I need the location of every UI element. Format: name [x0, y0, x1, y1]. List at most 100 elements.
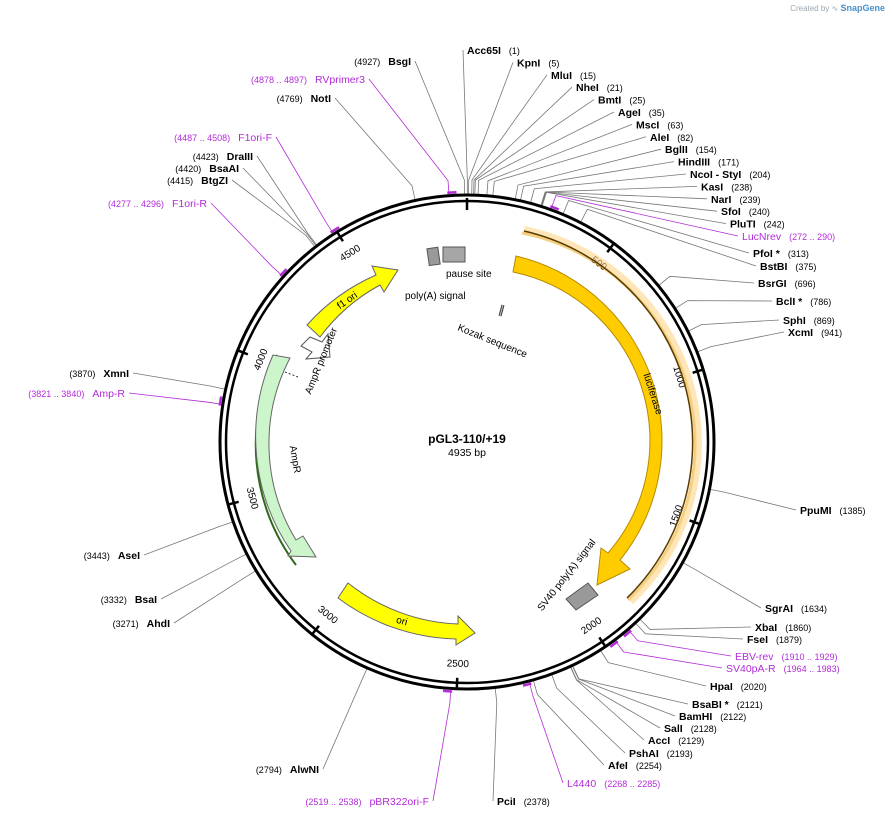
site-name: KpnI [517, 57, 540, 69]
site-pos: (21) [607, 83, 623, 93]
site-label-acc65i: Acc65I(1) [467, 45, 520, 57]
site-pos: (3332) [101, 595, 127, 605]
site-label-agei: AgeI(35) [618, 107, 665, 119]
site-name: BsaBI * [692, 699, 730, 711]
site-name: L4440 [567, 778, 596, 790]
tick-4500 [336, 232, 344, 242]
site-name: PshAI [629, 748, 659, 760]
primer-bar-lucnrev [549, 205, 560, 211]
site-name: AseI [118, 550, 140, 562]
site-pos: (696) [795, 279, 816, 289]
luciferase-main-line [523, 230, 694, 599]
leader-lucnrev [550, 195, 739, 237]
site-label-bsaai: (4420)BsaAI [175, 163, 239, 175]
site-pos: (4423) [193, 152, 219, 162]
site-name: SphI [783, 315, 806, 327]
site-name: PfoI * [753, 248, 781, 260]
leader-bstbi [580, 208, 757, 267]
site-name: MluI [551, 70, 572, 82]
leader-sv40pa-r [614, 639, 723, 669]
site-label-bsgi: (4927)BsgI [354, 56, 411, 68]
tick-4000 [238, 349, 249, 356]
tick-1500 [689, 519, 700, 525]
site-name: XcmI [788, 327, 813, 339]
site-label-acci: AccI (2129) [648, 735, 704, 747]
site-label-kpni: KpnI(5) [517, 57, 559, 69]
leader-draiii [256, 155, 318, 246]
site-pos: (2129) [678, 736, 704, 746]
site-name: FseI [747, 634, 768, 646]
site-pos: (3271) [113, 619, 139, 629]
site-label-lucnrev: LucNrev (272 .. 290) [742, 231, 835, 243]
site-label-ppumi: PpuMI(1385) [800, 505, 866, 517]
site-name: AccI [648, 735, 670, 747]
site-label-btgzi: (4415)BtgZI [167, 175, 228, 187]
f1-ori-arrow [306, 265, 399, 338]
site-label-noti: (4769)NotI [277, 93, 332, 105]
site-label-l4440: L4440(2268 .. 2285) [567, 778, 660, 790]
feature-label-pause-site: pause site [446, 269, 492, 280]
snapgene-credit: Created by ∿ SnapGene [790, 3, 885, 13]
leader-hpai [599, 649, 707, 687]
site-pos: (2122) [720, 712, 746, 722]
snapgene-logo-icon: ∿ [831, 4, 839, 13]
site-pos: (1) [509, 46, 520, 56]
leader-l4440 [528, 680, 564, 784]
site-pos: (154) [696, 145, 717, 155]
leader-kpni [468, 62, 514, 196]
site-label-hindiii: HindIII(171) [678, 157, 739, 169]
tick-label-3000: 3000 [315, 604, 340, 627]
site-name: PluTI [730, 219, 756, 231]
site-name: AfeI [608, 760, 628, 772]
site-pos: (63) [667, 120, 683, 130]
site-name: NcoI - StyI [690, 169, 741, 181]
feature-label-ampr: AmpR [287, 445, 303, 474]
feature-label-polya-signal: poly(A) signal [405, 291, 466, 302]
site-labels: Acc65I(1)KpnI(5)MluI(15)NheI(21)BmtI(25)… [28, 45, 865, 808]
site-label-asei: (3443)AseI [84, 550, 140, 562]
site-pos: (240) [749, 207, 770, 217]
leader-sfoi [540, 191, 718, 212]
leader-nhei [473, 86, 573, 196]
site-pos: (1634) [801, 604, 827, 614]
leader-ahdi [173, 570, 257, 624]
site-label-msci: MscI(63) [636, 119, 683, 131]
leader-acc65i [462, 49, 468, 196]
site-label-xcmi: XcmI(941) [788, 327, 842, 339]
tick-label-4500: 4500 [338, 243, 363, 264]
ori-arrow [337, 582, 476, 646]
site-name: NheI [576, 82, 599, 94]
site-pos: (204) [749, 170, 770, 180]
leader-sgrai [682, 562, 762, 609]
leader-xmni [132, 372, 226, 390]
site-pos: (313) [788, 249, 809, 259]
site-pos: (272 .. 290) [789, 232, 835, 242]
site-pos: (82) [677, 133, 693, 143]
site-label-ebv-rev: EBV-rev(1910 .. 1929) [735, 651, 838, 663]
site-pos: (171) [718, 158, 739, 168]
polya-signal-box [426, 246, 441, 267]
site-label-mlui: MluI(15) [551, 70, 596, 82]
site-label-nhei: NheI (21) [576, 82, 623, 94]
sv40-polya-box [565, 582, 599, 611]
site-pos: (1910 .. 1929) [782, 652, 838, 662]
leader-sphi [687, 319, 780, 332]
site-pos: (1860) [785, 623, 811, 633]
site-label-pfoi: PfoI * (313) [753, 248, 809, 260]
credit-brand: SnapGene [840, 3, 885, 13]
leader-xcmi [696, 331, 785, 353]
site-label-bsrgi: BsrGI(696) [758, 278, 816, 290]
luciferase-arrow [512, 255, 663, 586]
leader-ncoi-styi [530, 173, 687, 204]
site-pos: (4420) [175, 164, 201, 174]
credit-text: Created by [790, 4, 830, 13]
site-name: BtgZI [201, 175, 228, 187]
leader-sali [570, 666, 661, 729]
primer-bar-f1ori-r [279, 268, 288, 277]
site-name: LucNrev [742, 231, 782, 243]
leader-ebv-rev [627, 629, 732, 657]
feature-label-ori: ori [395, 615, 409, 629]
leader-amp-r [128, 392, 223, 405]
site-label-afei: AfeI(2254) [608, 760, 662, 772]
